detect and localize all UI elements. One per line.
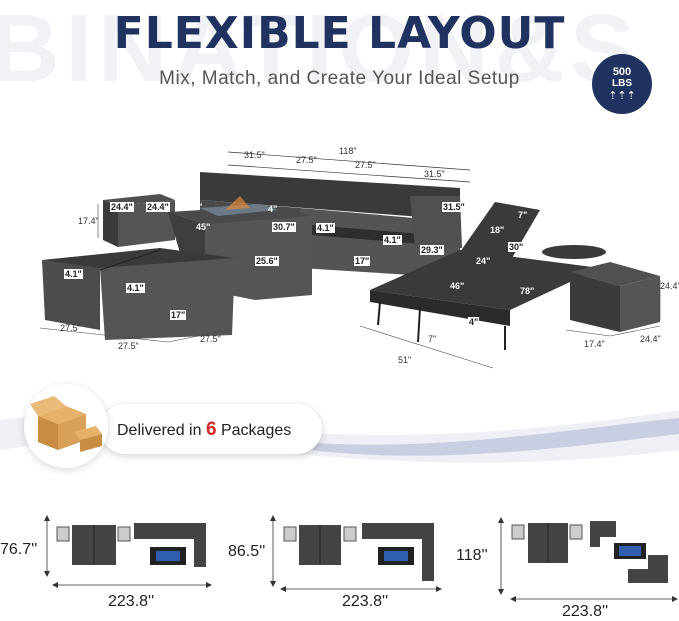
dim-ottoman-width-3: 27.5" bbox=[200, 334, 221, 344]
delivery-pill bbox=[100, 404, 322, 454]
dim-side-table-2-width: 17.4" bbox=[584, 339, 605, 349]
dim-lounger-back-1: 7" bbox=[518, 210, 528, 220]
background-watermark-text: BINATION&S bbox=[0, 0, 641, 102]
layout-plan-2-drawing bbox=[270, 515, 442, 592]
dim-ottoman-width-1: 27.5" bbox=[60, 323, 81, 333]
layout-plan-3-drawing bbox=[498, 517, 678, 602]
dim-fire-top-2: 4" bbox=[268, 204, 278, 214]
layout-3-depth: 118'' bbox=[456, 547, 488, 564]
dim-ottoman-cushion-2: 4.1" bbox=[126, 283, 145, 293]
dim-fire-width: 30.7" bbox=[272, 222, 296, 232]
capacity-unit: LBS bbox=[612, 78, 632, 89]
dim-fire-length: 45" bbox=[196, 222, 211, 232]
dim-lounger-length: 78" bbox=[520, 286, 535, 296]
dim-fire-top: 6" bbox=[193, 202, 203, 212]
dim-side-table-width: 24.4" bbox=[110, 202, 134, 212]
layout-1-width: 223.8'' bbox=[108, 593, 155, 610]
dim-lounger-total: 51" bbox=[398, 355, 412, 365]
layout-1-depth: 76.7'' bbox=[0, 541, 38, 558]
dim-sofa-seg1: 31.5" bbox=[244, 150, 265, 160]
page-title: FLEXIBLE LAYOUT bbox=[113, 8, 566, 59]
dim-side-table-2-depth: 24.4" bbox=[640, 334, 661, 344]
dim-sofa-seat-height: 17" bbox=[354, 256, 371, 266]
furniture-illustration bbox=[39, 151, 661, 369]
dim-sofa-seg3: 27.5" bbox=[355, 160, 376, 170]
dim-lounger-leg: 7" bbox=[428, 334, 437, 344]
dim-ottoman-cushion-1: 4.1" bbox=[64, 269, 83, 279]
layout-plan-2: 86.5'' 223.8'' bbox=[228, 505, 448, 621]
delivery-text: Delivered in 6 Packages bbox=[117, 419, 291, 441]
dim-lounger-seat: 24" bbox=[476, 256, 491, 266]
capacity-value: 500 bbox=[612, 66, 632, 78]
dim-fire-height: 25.6" bbox=[255, 256, 279, 266]
dim-lounger-seat-width: 46" bbox=[450, 281, 465, 291]
dim-side-table-2-height: 24.4" bbox=[660, 281, 679, 291]
dim-sofa-arm: 31.5" bbox=[442, 202, 466, 212]
page-subtitle: Mix, Match, and Create Your Ideal Setup bbox=[159, 68, 520, 89]
up-arrows-icon: ⇡⇡⇡ bbox=[608, 90, 636, 102]
dim-side-table-height: 17.4" bbox=[78, 216, 99, 226]
layout-plans: 76.7'' 223.8'' 86.5'' 223.8'' bbox=[0, 505, 679, 621]
cardboard-box-icon bbox=[30, 396, 102, 452]
package-count: 6 bbox=[205, 419, 217, 440]
delivery-text-before: Delivered in bbox=[117, 422, 202, 439]
dim-ottoman-height: 17" bbox=[170, 310, 187, 320]
delivery-text-after: Packages bbox=[220, 422, 292, 439]
dim-sofa-total: 118" bbox=[339, 146, 357, 156]
box-icon-circle bbox=[24, 384, 108, 468]
dim-lounger-back-2: 18" bbox=[490, 225, 505, 235]
dim-side-table-depth: 24.4" bbox=[146, 202, 170, 212]
layout-plan-3: 118'' 223.8'' bbox=[456, 505, 679, 621]
layout-3-width: 223.8'' bbox=[562, 603, 609, 620]
dim-lounger-cushion: 4" bbox=[468, 317, 480, 327]
dim-ottoman-width-2: 27.5" bbox=[118, 341, 139, 351]
ottomans bbox=[42, 248, 235, 340]
dim-lounger-back-3: 30" bbox=[508, 242, 525, 252]
dim-sofa-seg4: 31.5" bbox=[424, 169, 445, 179]
weight-capacity-badge: 500 LBS ⇡⇡⇡ bbox=[592, 54, 652, 114]
layout-plan-1-drawing bbox=[44, 515, 212, 588]
side-table-right bbox=[570, 262, 660, 332]
dim-sofa-height: 29.3" bbox=[420, 245, 444, 255]
layout-2-width: 223.8'' bbox=[342, 593, 389, 610]
layout-plan-1: 76.7'' 223.8'' bbox=[0, 505, 215, 621]
dim-sofa-cushion-1: 4.1" bbox=[316, 223, 335, 233]
dim-sofa-cushion-2: 4.1" bbox=[383, 235, 402, 245]
dim-sofa-seg2: 27.5" bbox=[296, 155, 317, 165]
layout-2-depth: 86.5'' bbox=[228, 543, 266, 560]
